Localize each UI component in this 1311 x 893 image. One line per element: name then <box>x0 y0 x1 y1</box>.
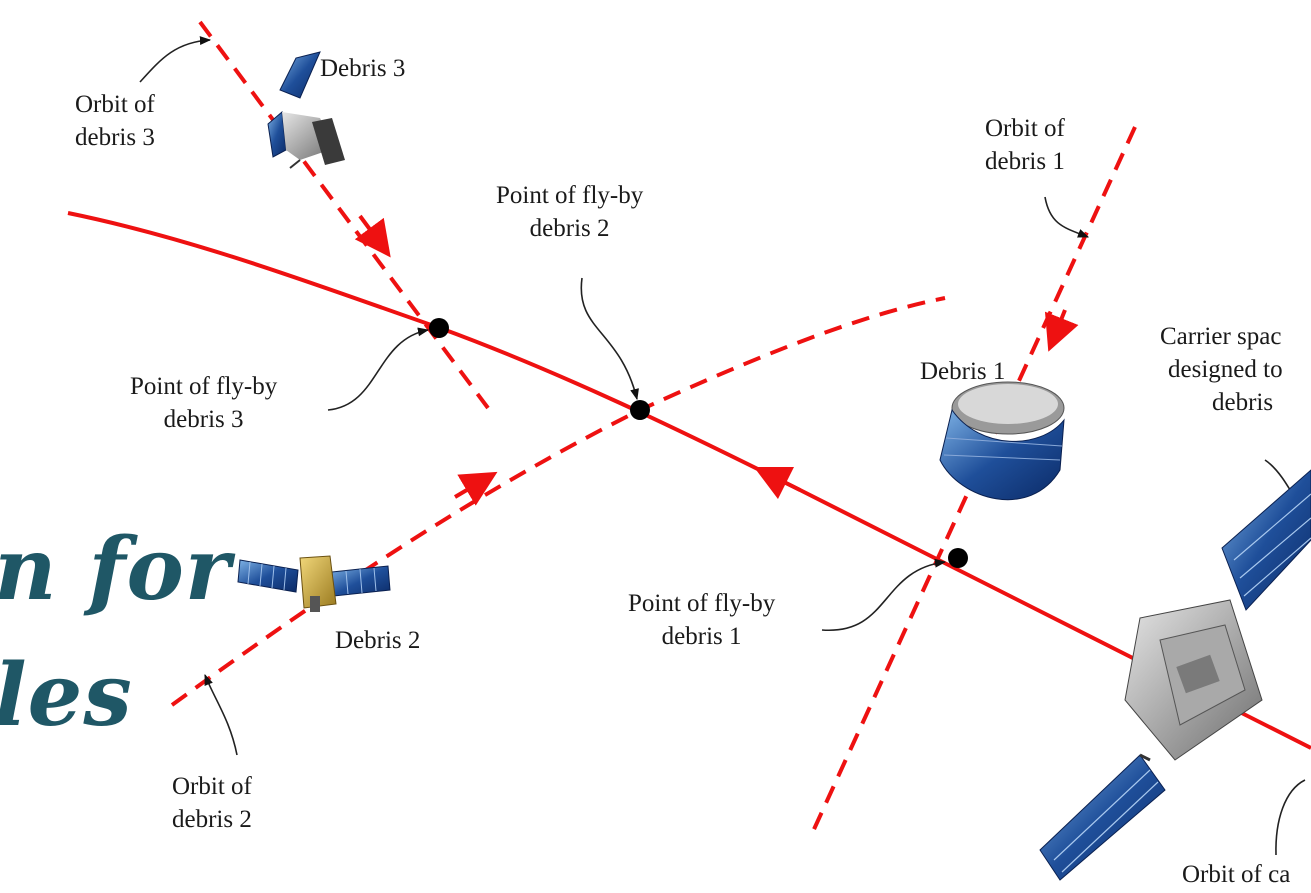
label-carrier: Carrier spac designed to debris <box>1160 320 1283 419</box>
flyby-point-debris2 <box>630 400 650 420</box>
label-flyby-debris2: Point of fly-by debris 2 <box>496 179 643 245</box>
label-orbit-debris2-line2: debris 2 <box>172 806 252 833</box>
label-flyby-debris3-line2: debris 3 <box>163 406 244 433</box>
label-carrier-line2: designed to <box>1168 356 1283 383</box>
flyby-point-debris1 <box>948 548 968 568</box>
label-orbit-debris1: Orbit of debris 1 <box>985 112 1065 178</box>
label-orbit-debris2: Orbit of debris 2 <box>172 770 252 836</box>
debris1-satellite-icon <box>939 381 1065 501</box>
carrier-orbit-line <box>67 211 1311 750</box>
debris3-satellite-icon <box>267 51 345 169</box>
overlay-text-line-2: les <box>0 645 133 746</box>
label-flyby-debris1-line2: debris 1 <box>661 623 742 650</box>
carrier-spacecraft-icon <box>1039 469 1311 881</box>
label-orbit-debris2-line1: Orbit of <box>172 773 252 800</box>
label-orbit-debris3-line2: debris 3 <box>75 124 155 151</box>
flyby-point-debris3 <box>429 318 449 338</box>
debris2-orbit-arrow <box>453 471 498 506</box>
label-orbit-debris1-line2: debris 1 <box>985 148 1065 175</box>
label-flyby-debris3: Point of fly-by debris 3 <box>130 370 277 436</box>
debris3-orbit-arrow <box>354 214 391 258</box>
label-flyby-debris1: Point of fly-by debris 1 <box>628 587 775 653</box>
label-orbit-debris3-line1: Orbit of <box>75 91 155 118</box>
debris1-orbit-arrow <box>1044 309 1079 352</box>
label-flyby-debris2-line2: debris 2 <box>529 215 610 242</box>
label-carrier-line1: Carrier spac <box>1160 323 1282 350</box>
label-flyby-debris2-line1: Point of fly-by <box>496 182 644 209</box>
label-flyby-debris1-line1: Point of fly-by <box>628 590 776 617</box>
label-carrier-line3: debris <box>1212 389 1274 416</box>
label-debris1: Debris 1 <box>920 358 1006 385</box>
label-flyby-debris3-line1: Point of fly-by <box>130 373 278 400</box>
overlay-text-line-1: n for <box>0 519 232 620</box>
label-debris3: Debris 3 <box>320 55 406 82</box>
carrier-orbit-arrow <box>753 466 801 500</box>
label-orbit-debris3: Orbit of debris 3 <box>75 88 155 154</box>
label-debris2: Debris 2 <box>335 627 421 654</box>
label-orbit-carrier: Orbit of ca <box>1182 861 1291 888</box>
debris3-orbit-line <box>198 20 490 410</box>
label-orbit-debris1-line1: Orbit of <box>985 115 1065 142</box>
callout-pointers <box>139 36 1306 856</box>
debris2-satellite-icon <box>237 555 391 612</box>
debris2-orbit-line <box>170 296 946 707</box>
